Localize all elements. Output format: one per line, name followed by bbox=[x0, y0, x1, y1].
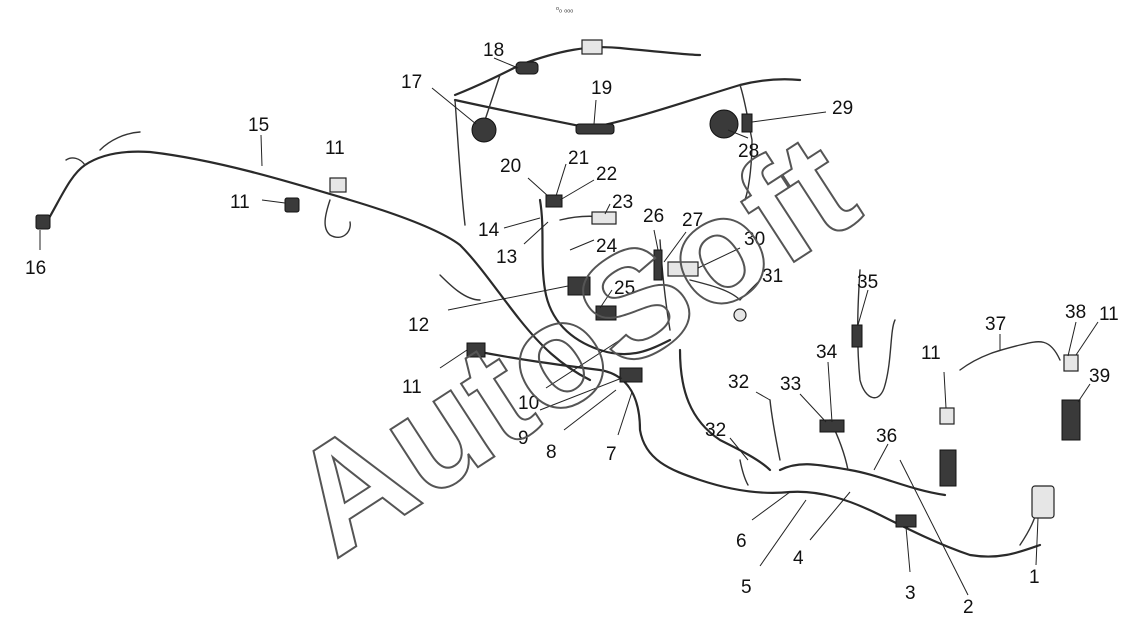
callout-33: 33 bbox=[780, 374, 801, 395]
callout-19: 19 bbox=[591, 78, 612, 99]
part-29 bbox=[741, 113, 753, 133]
callout-12: 12 bbox=[408, 315, 429, 336]
callout-6: 6 bbox=[736, 531, 747, 552]
part-1 bbox=[1031, 485, 1055, 519]
callout-22: 22 bbox=[596, 164, 617, 185]
callout-17: 17 bbox=[401, 72, 422, 93]
callout-8: 8 bbox=[546, 442, 557, 463]
part-25 bbox=[595, 305, 617, 321]
callout-11-b: 11 bbox=[325, 138, 345, 159]
callout-5: 5 bbox=[741, 577, 752, 598]
callout-21: 21 bbox=[568, 148, 589, 169]
callout-24: 24 bbox=[596, 236, 618, 257]
part-2-module bbox=[939, 449, 957, 487]
part-17 bbox=[471, 117, 497, 143]
callout-labels: 1 2 3 4 5 6 7 8 9 10 11 11 11 11 11 12 1… bbox=[25, 40, 1119, 618]
callout-3: 3 bbox=[905, 583, 916, 604]
part-31 bbox=[733, 308, 747, 322]
callout-18: 18 bbox=[483, 40, 504, 61]
callout-26: 26 bbox=[643, 206, 664, 227]
connector-11-upper bbox=[329, 177, 347, 193]
roof-bracket bbox=[581, 39, 603, 55]
callout-29: 29 bbox=[832, 98, 853, 119]
part-23 bbox=[591, 211, 617, 225]
callout-2: 2 bbox=[963, 597, 974, 618]
callout-11-a: 11 bbox=[402, 377, 422, 398]
callout-30: 30 bbox=[744, 229, 765, 250]
main-harness bbox=[468, 348, 1042, 558]
callout-20: 20 bbox=[500, 156, 521, 177]
watermark: AutoSoft bbox=[261, 101, 883, 587]
callout-16: 16 bbox=[25, 258, 46, 279]
callout-14: 14 bbox=[478, 220, 500, 241]
connector-11-far-right bbox=[1063, 354, 1079, 372]
header-mark: ᵒₒ ₒₒₒ bbox=[556, 5, 573, 14]
callout-35: 35 bbox=[857, 272, 878, 293]
part-18 bbox=[515, 61, 539, 75]
callout-36: 36 bbox=[876, 426, 897, 447]
connector-16 bbox=[35, 214, 51, 230]
callout-27: 27 bbox=[682, 210, 703, 231]
part-28 bbox=[709, 109, 739, 139]
callout-13: 13 bbox=[496, 247, 517, 268]
part-39 bbox=[1061, 399, 1081, 441]
part-35 bbox=[851, 324, 863, 348]
callout-32-a: 32 bbox=[728, 372, 749, 393]
callout-25: 25 bbox=[614, 278, 635, 299]
callout-7: 7 bbox=[606, 444, 617, 465]
callout-1: 1 bbox=[1029, 567, 1040, 588]
callout-11-c: 11 bbox=[230, 192, 250, 213]
callout-38: 38 bbox=[1065, 302, 1086, 323]
callout-10: 10 bbox=[518, 393, 539, 414]
roof-harness bbox=[453, 46, 702, 97]
callout-28: 28 bbox=[738, 141, 759, 162]
part-3 bbox=[895, 514, 917, 528]
harness-drawing bbox=[35, 39, 1081, 558]
callout-11-d: 11 bbox=[921, 343, 941, 364]
callout-34: 34 bbox=[816, 342, 838, 363]
callout-39: 39 bbox=[1089, 366, 1110, 387]
connector-11-right bbox=[939, 407, 955, 425]
callout-31: 31 bbox=[762, 266, 783, 287]
left-harness bbox=[43, 150, 592, 382]
callout-32-b: 32 bbox=[705, 420, 726, 441]
connector-11-left bbox=[284, 197, 300, 213]
part-30 bbox=[667, 261, 699, 277]
callout-11-e: 11 bbox=[1099, 304, 1119, 325]
part-19 bbox=[575, 123, 615, 135]
callout-15: 15 bbox=[248, 115, 269, 136]
part-9 bbox=[619, 367, 643, 383]
callout-37: 37 bbox=[985, 314, 1006, 335]
callout-4: 4 bbox=[793, 548, 804, 569]
callout-9: 9 bbox=[518, 428, 529, 449]
center-harness bbox=[538, 198, 672, 356]
part-20 bbox=[545, 194, 563, 208]
callout-23: 23 bbox=[612, 192, 633, 213]
